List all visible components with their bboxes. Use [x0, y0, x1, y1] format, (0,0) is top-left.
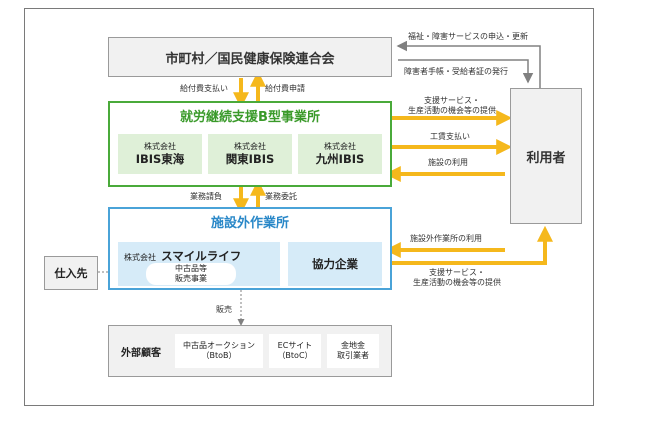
company-card: 株式会社 九州IBIS [298, 134, 382, 174]
customer-card: 中古品オークション （BtoB） [175, 334, 263, 368]
user-box: 利用者 [510, 88, 582, 224]
label-benefit-request: 給付費申請 [265, 84, 305, 93]
arrow-certificate-issue [398, 59, 534, 84]
municipal-box: 市町村／国民健康保険連合会 [108, 37, 392, 77]
smile-life-card: 株式会社 スマイルライフ 中古品等 販売事業 [118, 242, 280, 286]
partner-card: 協力企業 [288, 242, 382, 286]
company-card: 株式会社 関東IBIS [208, 134, 292, 174]
label-facility-use: 施設の利用 [428, 158, 468, 167]
customer-card: 金地金 取引業者 [327, 334, 379, 368]
company-prefix: 株式会社 [124, 253, 156, 262]
user-label: 利用者 [526, 150, 566, 166]
label-certificate-issue: 障害者手帳・受給者証の発行 [404, 67, 508, 76]
outside-work-box: 施設外作業所 株式会社 スマイルライフ 中古品等 販売事業 協力企業 [108, 207, 392, 290]
arrow-support-service-2 [392, 225, 553, 265]
label-support-service-1: 支援サービス・ 生産活動の機会等の提供 [408, 96, 496, 115]
label-welfare-application: 福祉・障害サービスの申込・更新 [408, 32, 528, 41]
company-prefix: 株式会社 [324, 142, 356, 151]
company-name: 関東IBIS [225, 152, 275, 166]
municipal-label: 市町村／国民健康保険連合会 [165, 51, 335, 67]
label-support-service-2: 支援サービス・ 生産活動の機会等の提供 [413, 268, 501, 287]
arrow-welfare-application [396, 40, 541, 88]
b-type-title: 就労継続支援B型事業所 [180, 109, 320, 125]
label-benefit-payment: 給付費支払い [180, 84, 228, 93]
label-work-request: 業務請負 [190, 192, 222, 201]
customers-box: 外部顧客 中古品オークション （BtoB） ECサイト （BtoC） 金地金 取… [108, 325, 392, 377]
customer-card: ECサイト （BtoC） [269, 334, 321, 368]
company-name: スマイルライフ [161, 249, 242, 263]
diagram-frame [24, 8, 594, 406]
company-prefix: 株式会社 [144, 142, 176, 151]
company-name: IBIS東海 [135, 152, 185, 166]
b-type-box: 就労継続支援B型事業所 株式会社 IBIS東海 株式会社 関東IBIS 株式会社… [108, 101, 392, 187]
business-pill: 中古品等 販売事業 [146, 263, 236, 285]
company-name: 九州IBIS [315, 152, 365, 166]
outside-work-title: 施設外作業所 [210, 215, 289, 231]
label-wage-payment: 工賃支払い [430, 132, 470, 141]
supplier-label: 仕入先 [54, 267, 88, 280]
company-card: 株式会社 IBIS東海 [118, 134, 202, 174]
label-work-consign: 業務委託 [265, 192, 297, 201]
partner-label: 協力企業 [312, 257, 358, 271]
company-prefix: 株式会社 [234, 142, 266, 151]
supplier-box: 仕入先 [44, 256, 98, 290]
label-outside-use: 施設外作業所の利用 [410, 234, 482, 243]
label-sales: 販売 [216, 305, 232, 314]
customers-label: 外部顧客 [121, 347, 161, 359]
